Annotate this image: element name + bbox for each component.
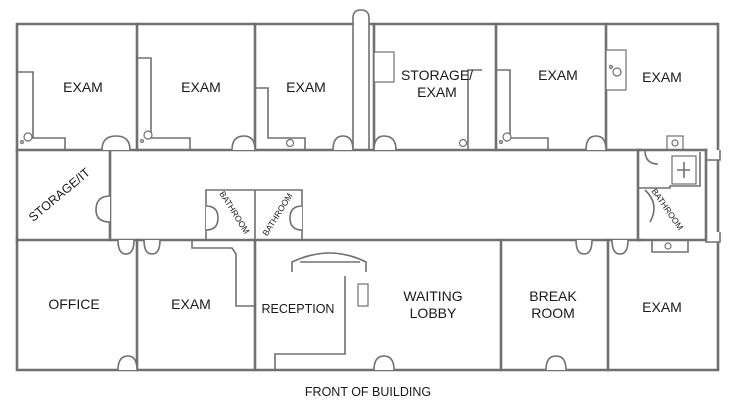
room-label-storage-exam-line2: EXAM [417, 84, 457, 100]
top-doors [101, 135, 607, 151]
top-partitions [17, 22, 627, 152]
room-label-exam-6: EXAM [171, 296, 211, 312]
room-label-office: OFFICE [48, 296, 99, 312]
room-label-bathroom-1: BATHROOM [217, 189, 251, 235]
room-label-exam-5: EXAM [642, 69, 682, 85]
sink-icon [140, 130, 153, 144]
toilet-icon [666, 135, 684, 151]
room-label-break-line2: ROOM [531, 305, 575, 321]
room-label-storage-it: STORAGE/IT [26, 165, 93, 224]
right-bathroom-block [638, 148, 708, 253]
sink-icon [285, 138, 295, 148]
outer-walls [15, 9, 721, 372]
room-label-reception: RECEPTION [262, 302, 335, 316]
sink-icon [20, 132, 33, 145]
sink-icon [458, 138, 468, 148]
room-label-exam-1: EXAM [63, 79, 103, 95]
fixtures [20, 64, 684, 151]
room-label-exam-4: EXAM [538, 67, 578, 83]
corridor-walls [15, 148, 642, 242]
room-label-exam-2: EXAM [181, 79, 221, 95]
room-label-bathroom-3: BATHROOM [649, 187, 685, 232]
sink-icon [608, 64, 622, 77]
room-label-waiting-line2: LOBBY [410, 305, 457, 321]
room-label-bathroom-2: BATHROOM [260, 191, 294, 237]
bottom-partitions [135, 238, 610, 372]
room-label-break-line1: BREAK [529, 288, 577, 304]
front-of-building-caption: FRONT OF BUILDING [305, 385, 431, 399]
corridor-bathrooms [95, 189, 303, 240]
bottom-doors [117, 239, 629, 371]
room-label-storage-exam-line1: STORAGE/ [401, 67, 473, 83]
room-label-waiting-line1: WAITING [403, 288, 462, 304]
room-label-exam-3: EXAM [286, 79, 326, 95]
room-label-exam-7: EXAM [642, 299, 682, 315]
sink-icon [499, 132, 512, 145]
